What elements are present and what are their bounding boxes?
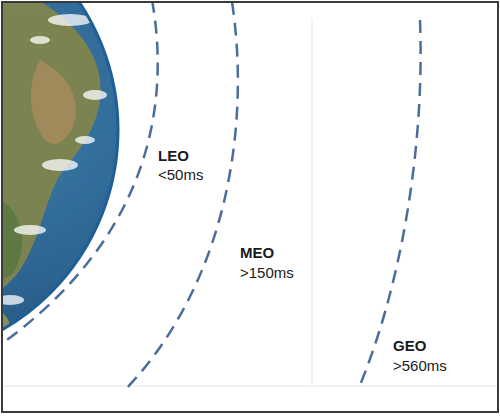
orbit-name: LEO xyxy=(156,147,191,165)
earth-globe xyxy=(3,3,118,360)
meo-orbit xyxy=(125,3,238,390)
panel-line xyxy=(3,386,497,387)
leo-orbit xyxy=(3,3,158,345)
latency-value: >560ms xyxy=(391,357,449,375)
orbit-name: GEO xyxy=(391,337,428,355)
geo-orbit xyxy=(358,20,421,390)
frame xyxy=(2,2,498,412)
orbit-name: MEO xyxy=(238,244,276,262)
panel-line xyxy=(312,18,313,386)
latency-value: <50ms xyxy=(156,166,205,184)
latency-value: >150ms xyxy=(238,264,296,282)
